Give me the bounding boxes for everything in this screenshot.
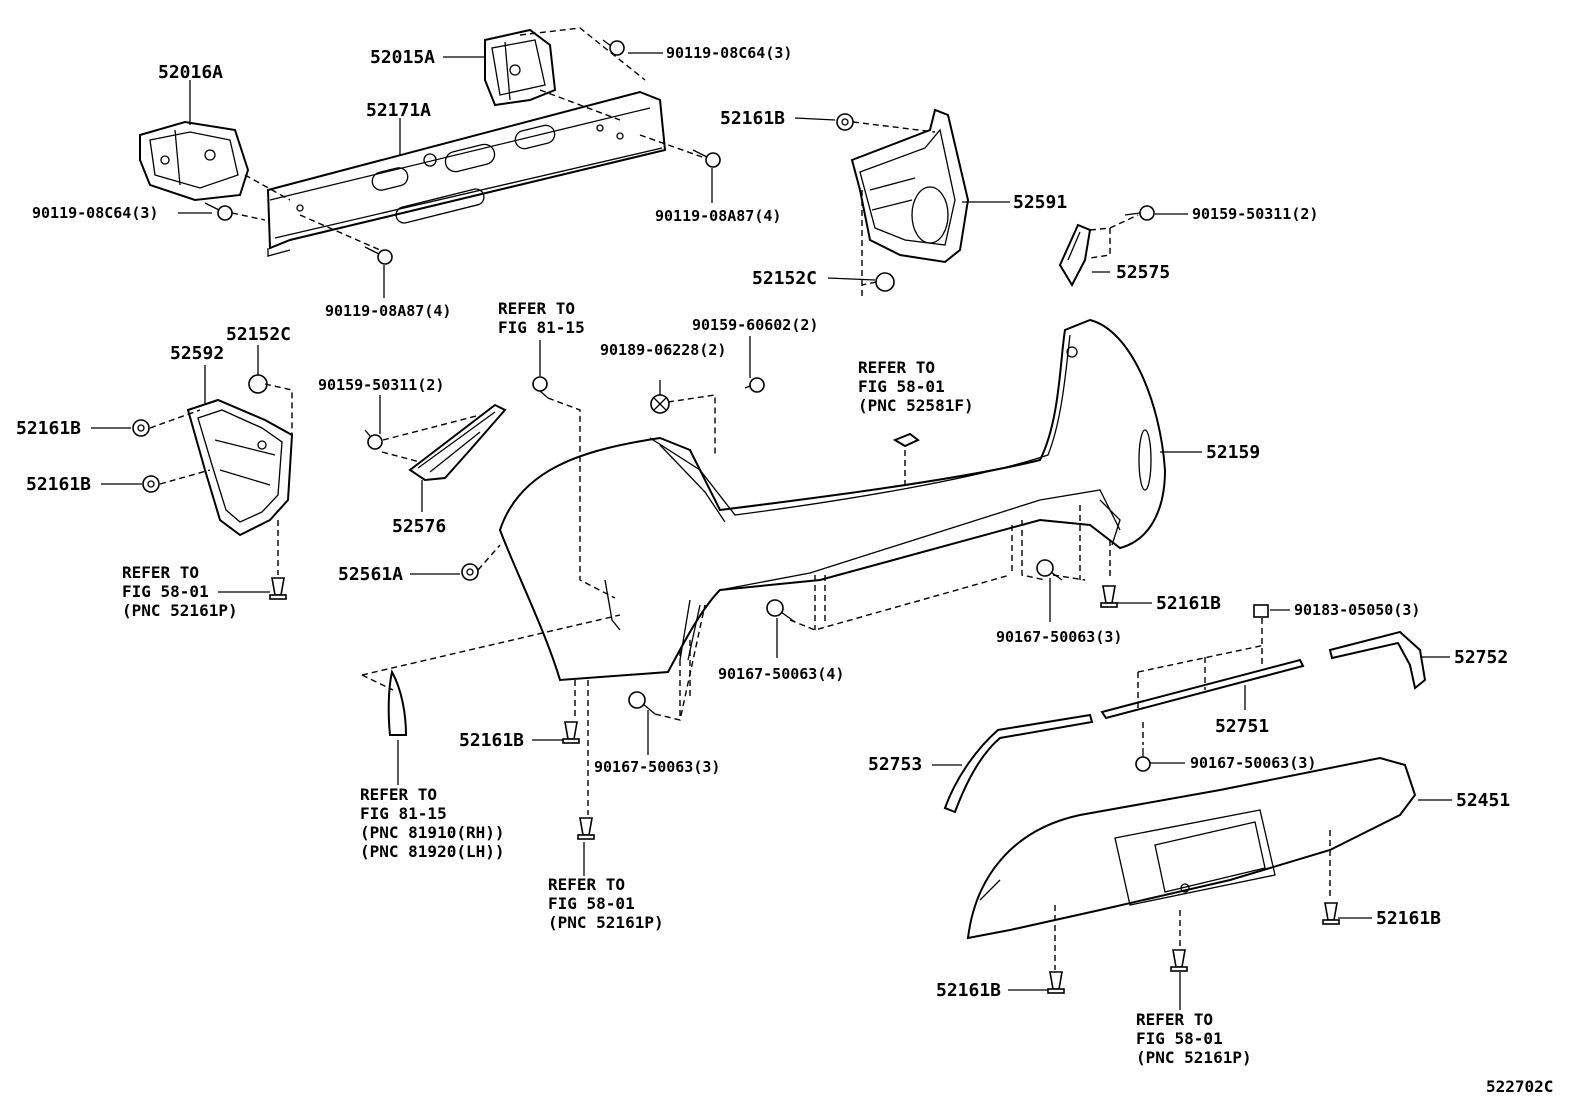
label-52575: 52575 — [1116, 262, 1170, 283]
label-52591: 52591 — [1013, 192, 1067, 213]
moulding-52753 — [943, 713, 1094, 814]
ref-fig-58-01-left: REFER TO FIG 58-01 (PNC 52161P) — [122, 563, 238, 620]
bolt-icon — [744, 377, 765, 393]
ref-fig-58-01-mid: REFER TO FIG 58-01 (PNC 52161P) — [548, 875, 664, 932]
callout-labels: 52016A 52015A 52171A 90119-08C64(3) 9011… — [16, 44, 1510, 1001]
bumper-cover-52159 — [498, 318, 1167, 682]
ref-fig-58-01-52581F: REFER TO FIG 58-01 (PNC 52581F) — [858, 358, 974, 415]
label-bolt-90167-50063-a: 90167-50063(3) — [996, 628, 1122, 646]
label-52753: 52753 — [868, 754, 922, 775]
label-52751: 52751 — [1215, 716, 1269, 737]
label-bolt-90167-50063-d: 90167-50063(3) — [1190, 754, 1316, 772]
label-nut-90183-05050: 90183-05050(3) — [1294, 601, 1420, 619]
label-52159: 52159 — [1206, 442, 1260, 463]
moulding-52752 — [1328, 630, 1427, 690]
nut-icon — [875, 272, 895, 292]
label-52152C-left: 52152C — [226, 324, 291, 345]
push-clip-icon — [1100, 585, 1118, 608]
label-52016A: 52016A — [158, 62, 223, 83]
label-52592: 52592 — [170, 343, 224, 364]
bracket-52016A — [139, 120, 250, 202]
clip-icon — [461, 563, 479, 581]
label-52161B-bottom-1: 52161B — [459, 730, 524, 751]
label-52752: 52752 — [1454, 647, 1508, 668]
lower-cover-52451 — [966, 756, 1417, 940]
side-retainer-52592 — [186, 398, 294, 537]
reflector-bracket-small — [892, 432, 920, 448]
label-52161B-left-1: 52161B — [16, 418, 81, 439]
label-bolt-90167-50063-c: 90167-50063(3) — [594, 758, 720, 776]
bolt-icon — [766, 599, 796, 623]
bolt-icon — [692, 149, 721, 168]
bracket-52015A — [484, 28, 557, 107]
nut-icon — [1253, 604, 1269, 618]
bolt-icon — [204, 202, 233, 221]
bolt-icon — [364, 429, 383, 450]
label-bolt-90167-50063-b: 90167-50063(4) — [718, 665, 844, 683]
side-reflector — [387, 669, 408, 736]
push-clip-icon — [1047, 971, 1065, 994]
bolt-icon — [650, 394, 670, 414]
fasteners — [132, 39, 1340, 994]
push-clip-icon — [1322, 902, 1340, 925]
bolt-icon — [602, 39, 625, 56]
label-52161B-right-1: 52161B — [1156, 593, 1221, 614]
ref-fig-81-15-top: REFER TO FIG 81-15 — [498, 299, 585, 337]
push-clip-icon — [1170, 949, 1188, 972]
ref-fig-81-15-bottom: REFER TO FIG 81-15 (PNC 81910(RH)) (PNC … — [360, 785, 514, 861]
label-52161B-left-2: 52161B — [26, 474, 91, 495]
label-52171A: 52171A — [366, 100, 431, 121]
side-retainer-52591 — [850, 108, 970, 264]
clip-icon — [836, 113, 854, 131]
label-bolt-90159-60602: 90159-60602(2) — [692, 316, 818, 334]
bolt-icon — [628, 691, 656, 715]
label-52152C-top: 52152C — [752, 268, 817, 289]
label-52161B-bottom-2: 52161B — [1376, 908, 1441, 929]
bolt-icon — [1124, 205, 1155, 221]
bracket-52576 — [408, 403, 507, 482]
bolt-icon — [1036, 559, 1063, 581]
label-52015A: 52015A — [370, 47, 435, 68]
label-52576: 52576 — [392, 516, 446, 537]
moulding-52751 — [1100, 658, 1305, 720]
label-bolt-90159-50311-right: 90159-50311(2) — [1192, 205, 1318, 223]
label-bolt-90119-08A87-left: 90119-08A87(4) — [325, 302, 451, 320]
leader-lines — [91, 52, 1452, 1010]
bracket-52575 — [1058, 223, 1092, 288]
label-bolt-90159-50311-mid: 90159-50311(2) — [318, 376, 444, 394]
bolt-icon — [1135, 748, 1151, 772]
label-bolt-90119-08A87-right: 90119-08A87(4) — [655, 207, 781, 225]
ref-fig-58-01-right: REFER TO FIG 58-01 (PNC 52161P) — [1136, 1010, 1252, 1067]
label-bolt-90119-08C64-top: 90119-08C64(3) — [666, 44, 792, 62]
reference-notes: REFER TO FIG 81-15 REFER TO FIG 58-01 (P… — [122, 299, 1252, 1067]
assembly-lines — [149, 27, 1331, 970]
label-bolt-90189-06228: 90189-06228(2) — [600, 341, 726, 359]
label-52451: 52451 — [1456, 790, 1510, 811]
label-52161B-top: 52161B — [720, 108, 785, 129]
bumper-reinforcement-52171A — [266, 90, 667, 257]
bolt-icon — [364, 246, 393, 265]
push-clip-icon — [577, 817, 595, 840]
label-52561A: 52561A — [338, 564, 403, 585]
label-52161B-bottom-3: 52161B — [936, 980, 1001, 1001]
clip-icon — [132, 419, 150, 437]
diagram-code: 522702C — [1486, 1077, 1553, 1096]
label-bolt-90119-08C64-left: 90119-08C64(3) — [32, 204, 158, 222]
clip-icon — [142, 475, 160, 493]
push-clip-icon — [562, 721, 580, 744]
nut-icon — [248, 374, 268, 394]
bolt-icon — [532, 376, 549, 399]
push-clip-icon — [269, 577, 287, 600]
